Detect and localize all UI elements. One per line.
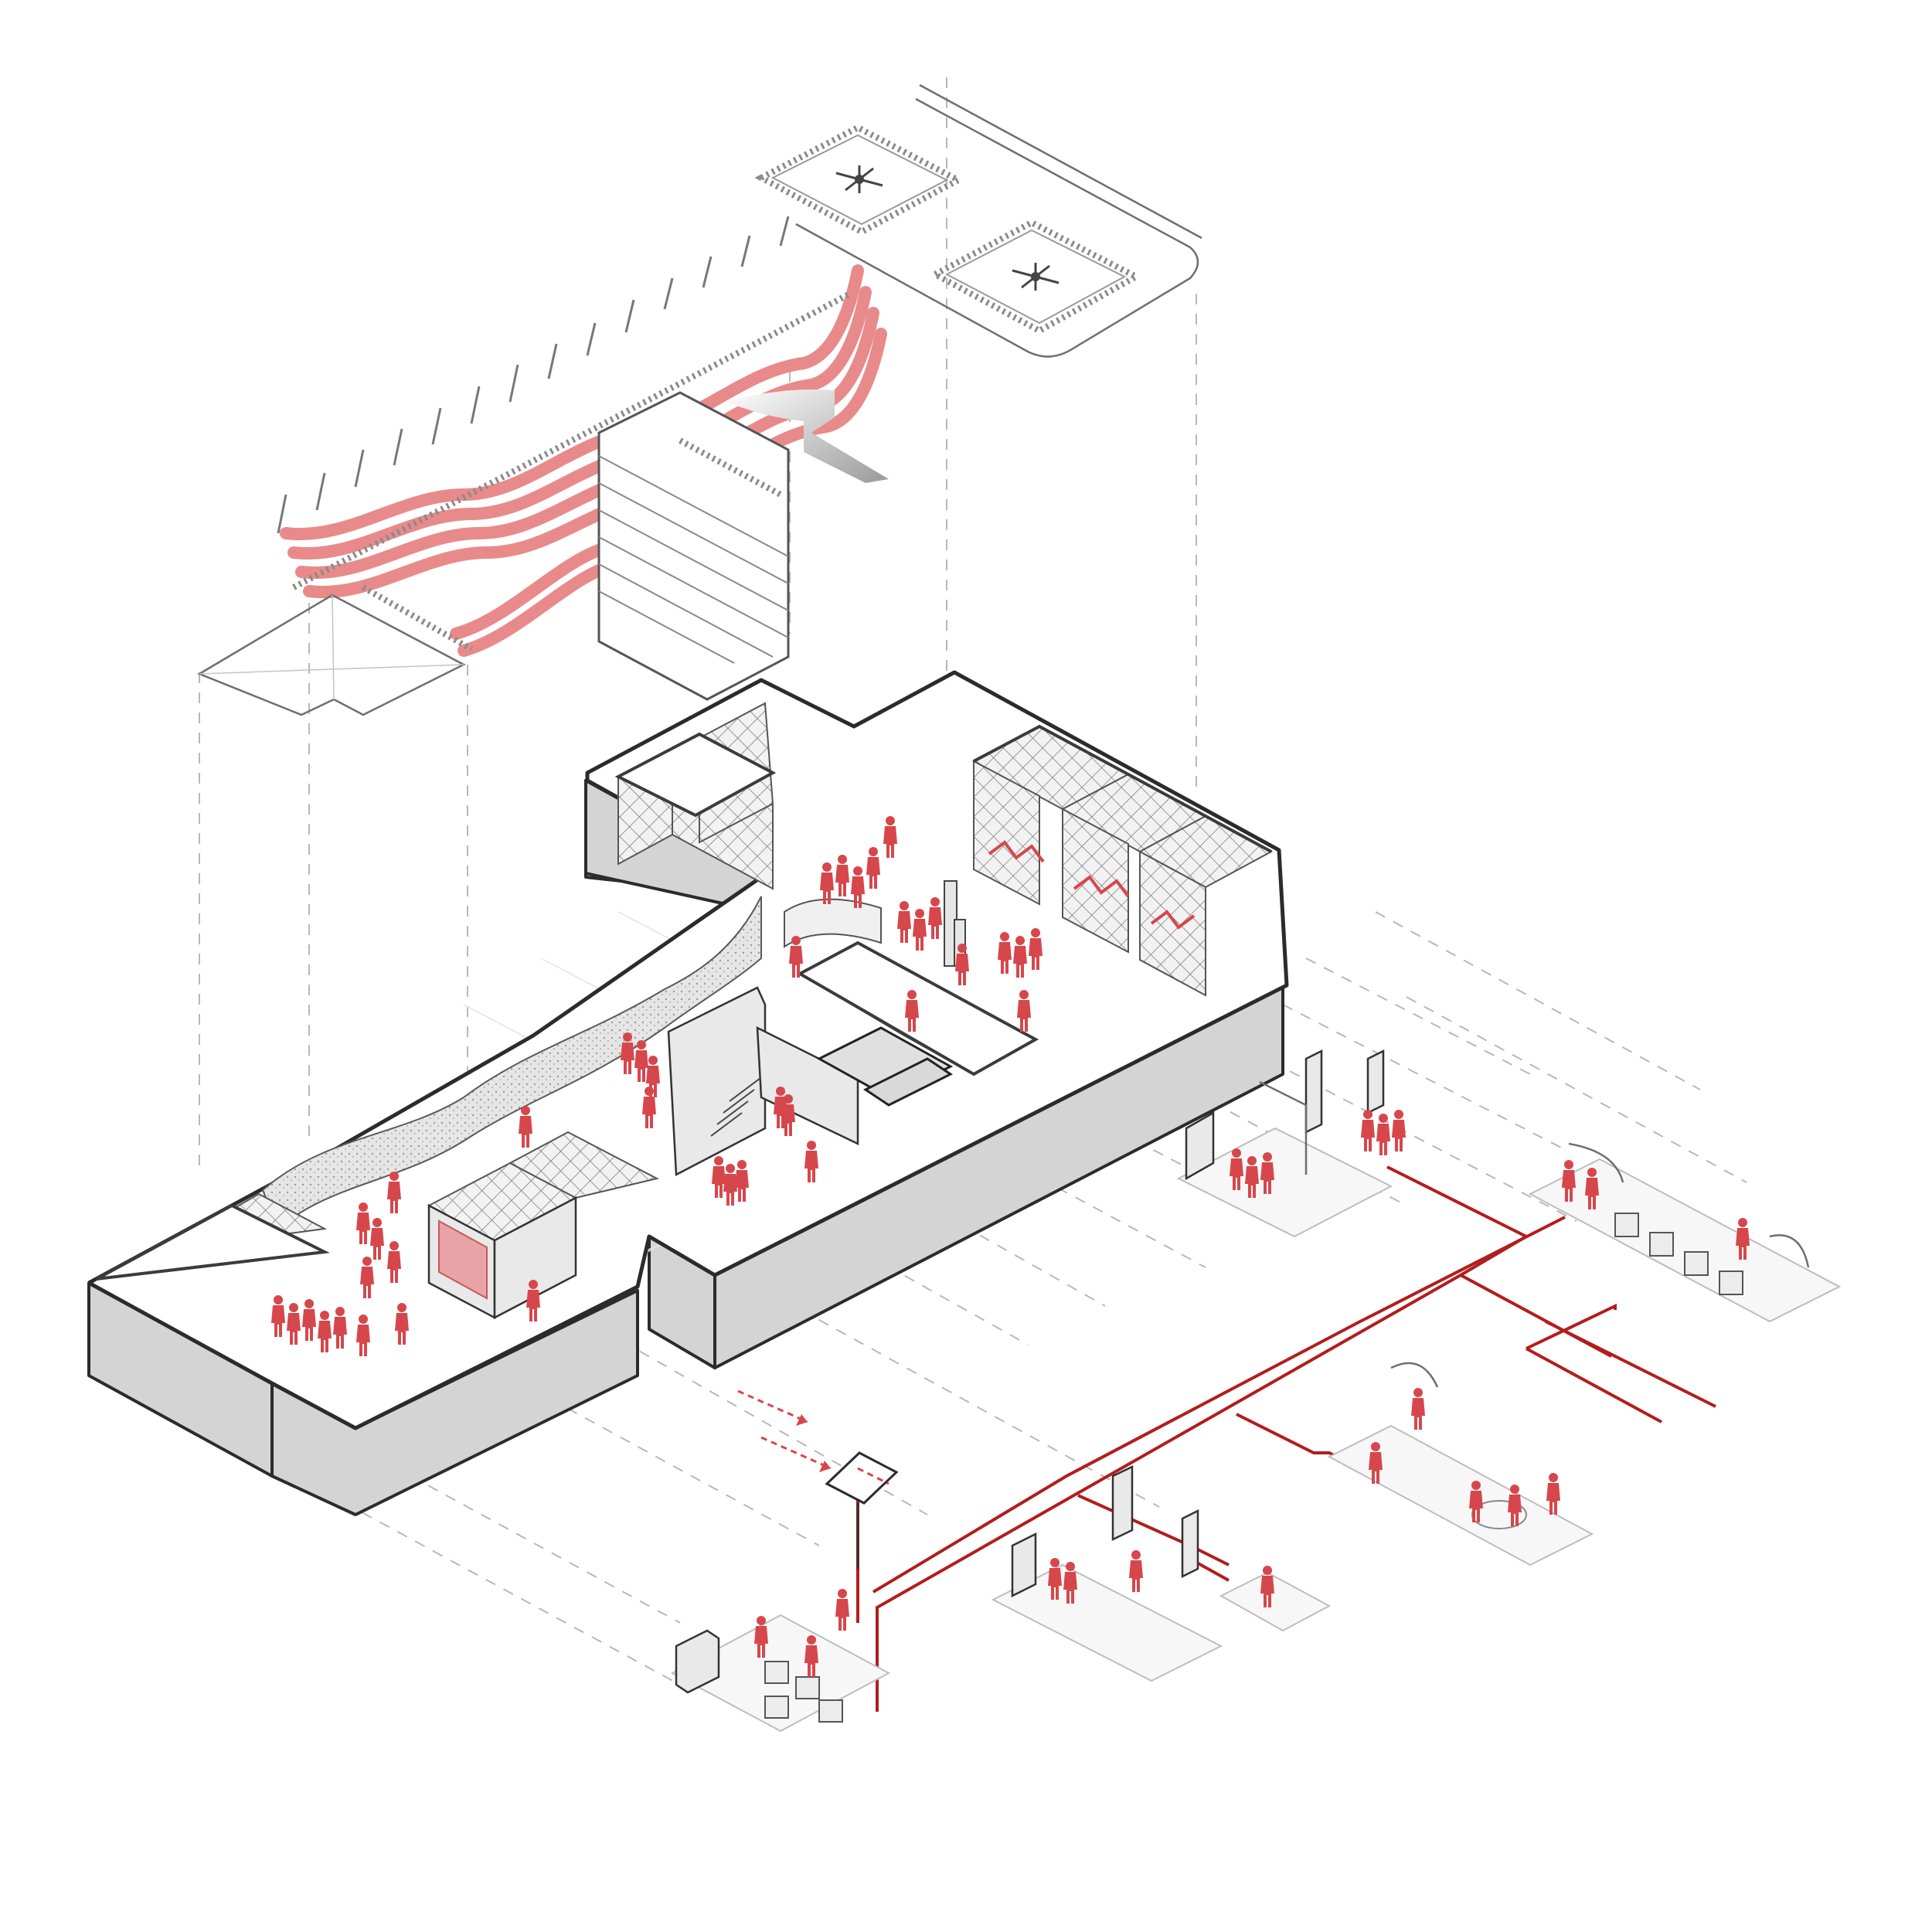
room-block-bottom-left: [96, 1192, 330, 1281]
zigzag-graphic-walls: [988, 840, 1196, 930]
arrow-icon: [737, 1389, 889, 1485]
service-core: [667, 986, 954, 1177]
louvered-screen: [597, 391, 790, 701]
canopy-hangers: [277, 216, 790, 534]
fan-frame-1: [754, 124, 965, 236]
module-vignette-6: [670, 1589, 891, 1733]
cube-room: [427, 1131, 659, 1320]
solar-panel-icon: [825, 1451, 899, 1505]
room-block-top-left: [614, 702, 777, 890]
roof-outline-plane: [197, 594, 466, 716]
module-vignette-2: [1528, 1142, 1842, 1323]
module-vignette-1: [1176, 1049, 1406, 1238]
main-floor-plan: [87, 670, 1289, 1516]
ceiling-fan-panel: [754, 83, 1202, 358]
ceiling-fan-icon: [835, 165, 883, 193]
room-block-right: [971, 724, 1274, 997]
fan-frame-2: [928, 219, 1143, 335]
textured-feature-wall: [261, 896, 762, 1230]
solar-panel-assembly: [737, 1389, 899, 1569]
service-network-lines: [856, 1165, 1716, 1712]
gradient-fin: [726, 389, 889, 483]
module-vignette-4: [991, 1465, 1223, 1682]
module-vignette-3: [1327, 1362, 1594, 1566]
ceiling-fan-icon: [1012, 263, 1060, 291]
fabric-canopy: [277, 216, 887, 657]
module-vignette-5: [1219, 1566, 1332, 1632]
red-wall-panel: [438, 1219, 488, 1300]
